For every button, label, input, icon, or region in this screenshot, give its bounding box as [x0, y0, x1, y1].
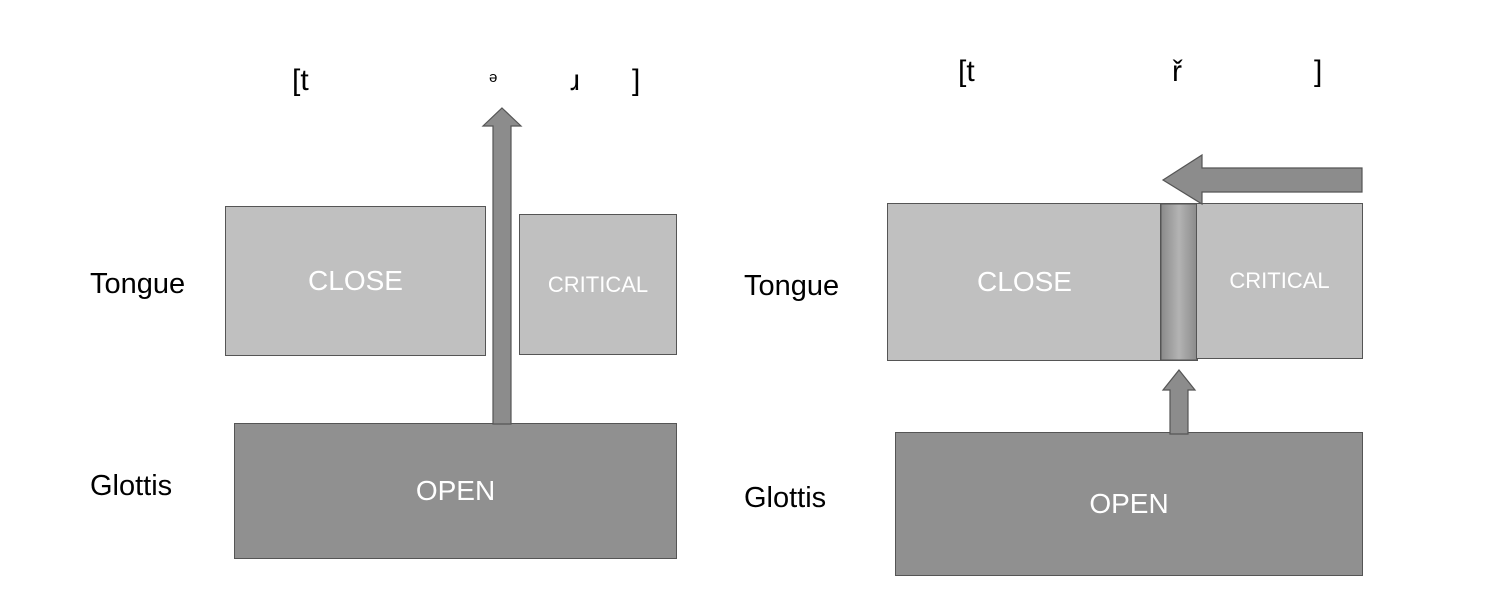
critical-label: CRITICAL: [547, 271, 649, 297]
open-label: OPEN: [415, 475, 496, 506]
gesture-diagram-left: [t ə ɹ ] Tongue Glottis CLOSE CRITICAL O…: [0, 0, 740, 609]
tongue-critical-box: CRITICAL: [1196, 203, 1363, 359]
glottis-row-label: Glottis: [744, 482, 827, 514]
glottis-open-box: OPEN: [895, 432, 1363, 576]
glottis-open-box: OPEN: [234, 423, 677, 559]
airflow-up-arrow: [481, 107, 523, 425]
transcription-close-bracket: ]: [1314, 55, 1323, 88]
open-label: OPEN: [1089, 488, 1169, 519]
overlap-gradient-strip: [1160, 203, 1198, 361]
gesture-diagram-right: [t ř ] Tongue Glottis CLOSE CRITICAL OPE…: [740, 0, 1492, 609]
transcription-open-bracket: [t: [292, 64, 309, 97]
tongue-row-label: Tongue: [90, 268, 186, 300]
tongue-row-label: Tongue: [744, 270, 840, 302]
close-label: CLOSE: [977, 266, 1072, 297]
transcription-schwa: ə: [489, 69, 498, 86]
airflow-left-arrow: [1161, 153, 1363, 206]
transcription-open-bracket: [t: [958, 55, 975, 88]
transcription-close-bracket: ]: [632, 64, 641, 97]
transcription-r-caron: ř: [1172, 55, 1182, 88]
tongue-critical-box: CRITICAL: [519, 214, 677, 355]
close-label: CLOSE: [308, 265, 403, 296]
tongue-close-box: CLOSE: [887, 203, 1162, 361]
glottis-row-label: Glottis: [90, 470, 173, 502]
critical-label: CRITICAL: [1229, 268, 1330, 293]
airflow-up-arrow: [1161, 369, 1197, 435]
transcription-r-glyph: ɹ: [570, 64, 580, 97]
tongue-close-box: CLOSE: [225, 206, 486, 356]
